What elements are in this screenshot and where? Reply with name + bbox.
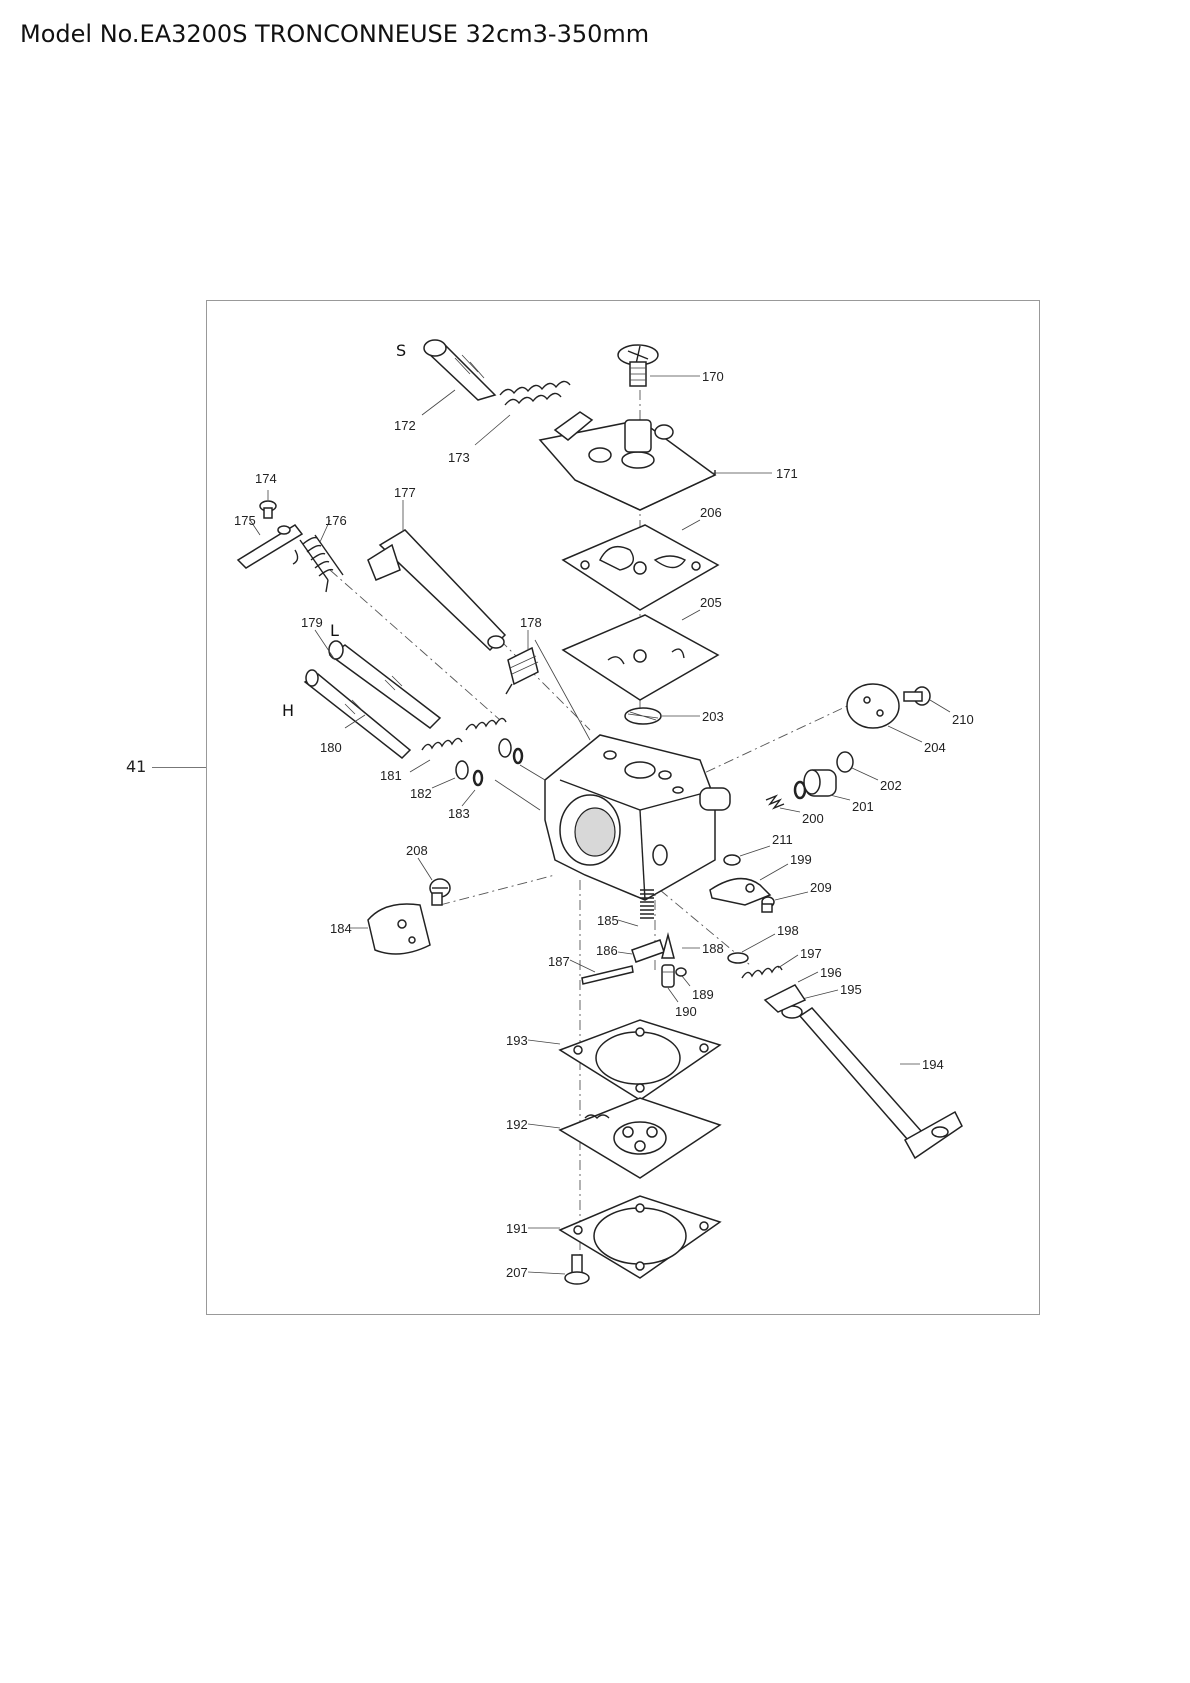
part-label-188: 188: [702, 941, 724, 956]
gasket-193-icon: [558, 1019, 722, 1101]
part-label-192: 192: [506, 1117, 528, 1132]
part-label-174: 174: [255, 471, 277, 486]
carburetor-cover-171-icon: [538, 411, 717, 511]
part-label-201: 201: [852, 799, 874, 814]
part-label-203: 203: [702, 709, 724, 724]
filter-203-icon: [624, 707, 662, 725]
screw-208-icon: [429, 878, 451, 906]
choke-shaft-194-icon: [798, 1007, 963, 1160]
lever-199-icon: [709, 877, 772, 906]
part-label-184: 184: [330, 921, 352, 936]
screw-170-icon: [617, 344, 659, 387]
part-label-183: 183: [448, 806, 470, 821]
screw-210-icon: [903, 686, 931, 706]
label-l: L: [330, 621, 339, 640]
assembly-number: 41: [126, 757, 147, 776]
diagram-frame: [206, 300, 1040, 1315]
spring-173-icon: [499, 380, 571, 406]
part-label-187: 187: [548, 954, 570, 969]
part-label-194: 194: [922, 1057, 944, 1072]
part-label-200: 200: [802, 811, 824, 826]
clip-211-icon: [723, 854, 741, 866]
screw-189-icon: [675, 967, 687, 977]
part-label-211: 211: [772, 832, 793, 847]
screw-207-icon: [564, 1254, 590, 1285]
part-label-210: 210: [952, 712, 974, 727]
spring-200-icon: [765, 794, 785, 810]
part-label-199: 199: [790, 852, 812, 867]
part-label-202: 202: [880, 778, 902, 793]
screw-209-icon: [761, 896, 775, 913]
part-label-185: 185: [597, 913, 619, 928]
spring-197-icon: [741, 965, 783, 979]
needle-h-180-icon: [303, 669, 412, 760]
part-label-198: 198: [777, 923, 799, 938]
assembly-leader-line: [152, 767, 206, 768]
part-label-197: 197: [800, 946, 822, 961]
needle-188-icon: [661, 932, 675, 959]
part-label-182: 182: [410, 786, 432, 801]
lever-175-icon: [236, 524, 304, 569]
part-label-175: 175: [234, 513, 256, 528]
part-label-178: 178: [520, 615, 542, 630]
spring-185-icon: [640, 889, 654, 919]
screw-174-icon: [259, 500, 277, 519]
spring-181-icon: [421, 717, 507, 751]
o-ring-183-icon: [472, 747, 524, 787]
page-title: Model No.EA3200S TRONCONNEUSE 32cm3-350m…: [20, 20, 650, 48]
part-label-170: 170: [702, 369, 724, 384]
spring-178-icon: [505, 646, 539, 695]
part-label-190: 190: [675, 1004, 697, 1019]
washer-182-icon: [455, 738, 512, 780]
part-label-208: 208: [406, 843, 428, 858]
part-label-181: 181: [380, 768, 402, 783]
part-label-179: 179: [301, 615, 323, 630]
gasket-206-icon: [561, 524, 720, 611]
label-s: S: [396, 341, 406, 360]
part-label-206: 206: [700, 505, 722, 520]
part-label-176: 176: [325, 513, 347, 528]
carburetor-body-icon: [544, 734, 731, 901]
part-number-labels: S L H 170 171 172 173 174 175 176 177 17…: [234, 341, 974, 1280]
part-label-180: 180: [320, 740, 342, 755]
label-h: H: [282, 701, 294, 720]
plate-204-icon: [846, 683, 900, 729]
adjust-screw-172-icon: [423, 339, 497, 401]
part-label-189: 189: [692, 987, 714, 1002]
valve-190-icon: [661, 964, 675, 988]
pin-187-icon: [581, 965, 634, 985]
part-label-172: 172: [394, 418, 416, 433]
needle-l-179-icon: [328, 640, 442, 729]
part-label-196: 196: [820, 965, 842, 980]
part-label-205: 205: [700, 595, 722, 610]
plate-184-icon: [367, 903, 431, 955]
part-label-177: 177: [394, 485, 416, 500]
cover-191-icon: [558, 1195, 722, 1279]
cap-202-icon: [836, 751, 854, 773]
part-label-191: 191: [506, 1221, 528, 1236]
bushing-201-icon: [793, 769, 837, 800]
lever-196-icon: [763, 984, 807, 1013]
gasket-205-icon: [561, 614, 720, 701]
part-label-204: 204: [924, 740, 946, 755]
part-label-193: 193: [506, 1033, 528, 1048]
clip-198-icon: [727, 952, 749, 964]
diaphragm-192-icon: [558, 1097, 722, 1179]
throttle-shaft-177-icon: [367, 529, 507, 652]
part-label-173: 173: [448, 450, 470, 465]
part-label-207: 207: [506, 1265, 528, 1280]
part-label-209: 209: [810, 880, 832, 895]
part-label-195: 195: [840, 982, 862, 997]
part-label-171: 171: [776, 466, 798, 481]
spring-176-icon: [299, 534, 344, 593]
part-label-186: 186: [596, 943, 618, 958]
lever-186-icon: [631, 939, 665, 963]
